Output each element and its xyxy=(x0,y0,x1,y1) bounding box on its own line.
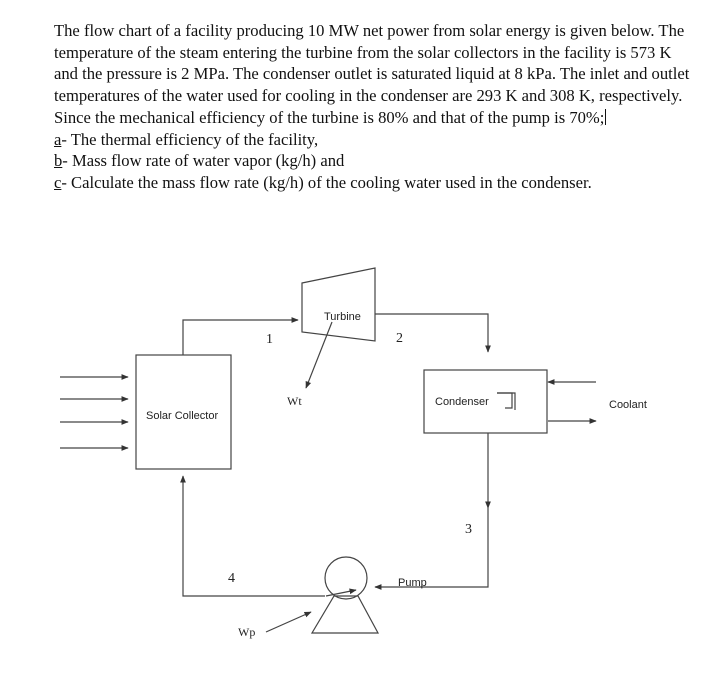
question-b-text: - Mass flow rate of water vapor (kg/h) a… xyxy=(62,151,345,171)
condenser-coil xyxy=(497,392,513,409)
question-a-text: - The thermal efficiency of the facility… xyxy=(61,129,319,149)
turbine-work-arrow xyxy=(305,321,333,389)
pump-work-label: Wp xyxy=(238,625,255,639)
pump-label: Pump xyxy=(398,577,427,589)
pipe-turbine-to-condenser xyxy=(375,313,491,353)
condenser-label: Condenser xyxy=(435,396,489,408)
pipe-pump-to-collector xyxy=(180,475,325,597)
question-a: a- The thermal efficiency of the facilit… xyxy=(54,129,694,151)
pipe-to-pump xyxy=(374,508,489,590)
state-2-label: 2 xyxy=(396,331,403,346)
state-1-label: 1 xyxy=(266,332,273,347)
turbine-shape xyxy=(301,267,376,342)
question-c-text: - Calculate the mass flow rate (kg/h) of… xyxy=(61,172,592,192)
pipe-collector-to-turbine xyxy=(182,317,299,355)
problem-intro-text: The flow chart of a facility producing 1… xyxy=(54,21,690,127)
problem-intro: The flow chart of a facility producing 1… xyxy=(54,20,694,129)
state-4-label: 4 xyxy=(228,571,235,586)
pump-work-arrow xyxy=(265,611,312,633)
solar-collector-label: Solar Collector xyxy=(146,410,218,422)
pump-base xyxy=(310,595,380,634)
question-c-letter: c xyxy=(54,172,62,192)
condenser-box xyxy=(423,369,548,434)
coolant-label: Coolant xyxy=(609,399,647,411)
question-a-letter: a xyxy=(54,129,62,149)
condenser-coil xyxy=(497,392,516,410)
question-c: c- Calculate the mass flow rate (kg/h) o… xyxy=(54,172,694,194)
pump-circle xyxy=(324,556,368,600)
pump-inner-arrow xyxy=(325,588,357,597)
problem-statement: The flow chart of a facility producing 1… xyxy=(54,20,694,194)
turbine-work-label: Wt xyxy=(287,394,302,408)
turbine-label: Turbine xyxy=(324,311,361,323)
question-b: b- Mass flow rate of water vapor (kg/h) … xyxy=(54,150,694,172)
text-cursor xyxy=(605,108,607,125)
state-3-label: 3 xyxy=(465,522,472,537)
question-b-letter: b xyxy=(54,151,63,171)
